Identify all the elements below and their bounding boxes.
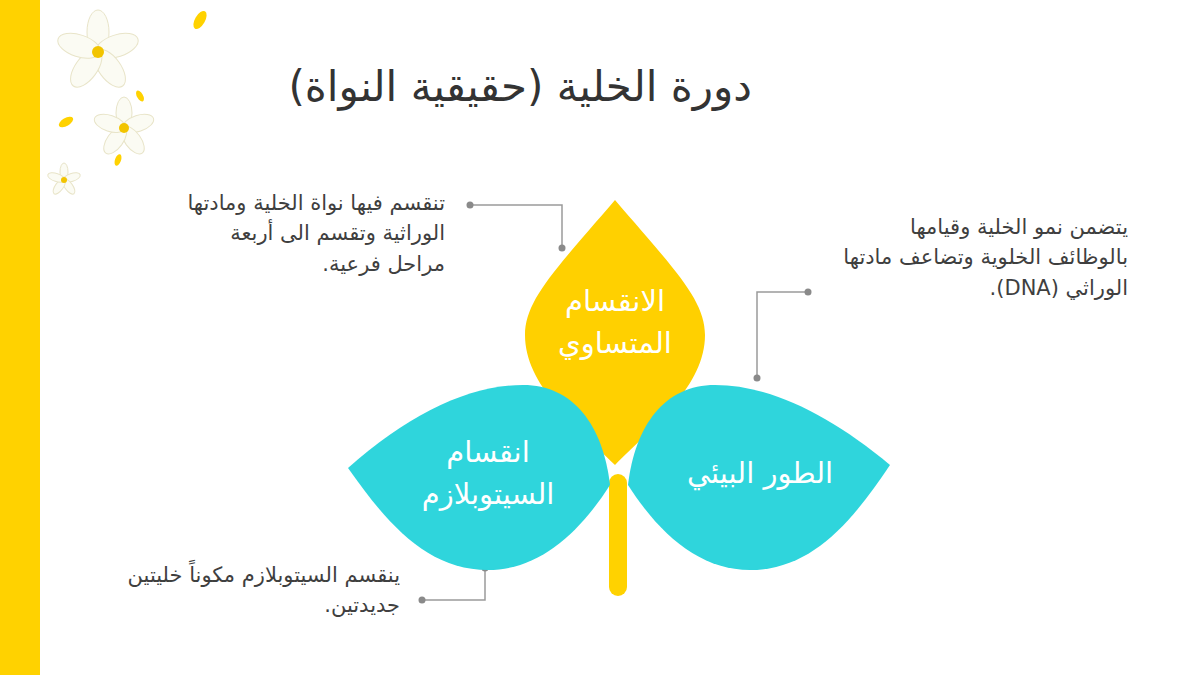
stem bbox=[609, 474, 627, 596]
leaf-node: انقسام السيتوبلازم bbox=[348, 385, 610, 570]
callout-text: تنقسم فيها نواة الخلية ومادتها الوراثية … bbox=[175, 188, 445, 279]
leaf-label: الطور البيئي bbox=[675, 452, 845, 494]
callout-text: ينقسم السيتوبلازم مكوناً خليتين جديدتين. bbox=[125, 560, 400, 621]
side-bar bbox=[0, 0, 40, 675]
leaf-label: انقسام السيتوبلازم bbox=[396, 431, 581, 515]
flower-decoration bbox=[47, 9, 210, 196]
leaf-shape bbox=[628, 385, 890, 570]
leaf-shape bbox=[348, 385, 610, 570]
leaf-node: الطور البيئي bbox=[625, 385, 890, 570]
leaf-label: الانقسام المتساوي bbox=[540, 280, 690, 364]
slide-title: دورة الخلية (حقيقية النواة) bbox=[52, 62, 752, 111]
callout-text: يتضمن نمو الخلية وقيامها بالوظائف الخلوي… bbox=[828, 212, 1128, 303]
